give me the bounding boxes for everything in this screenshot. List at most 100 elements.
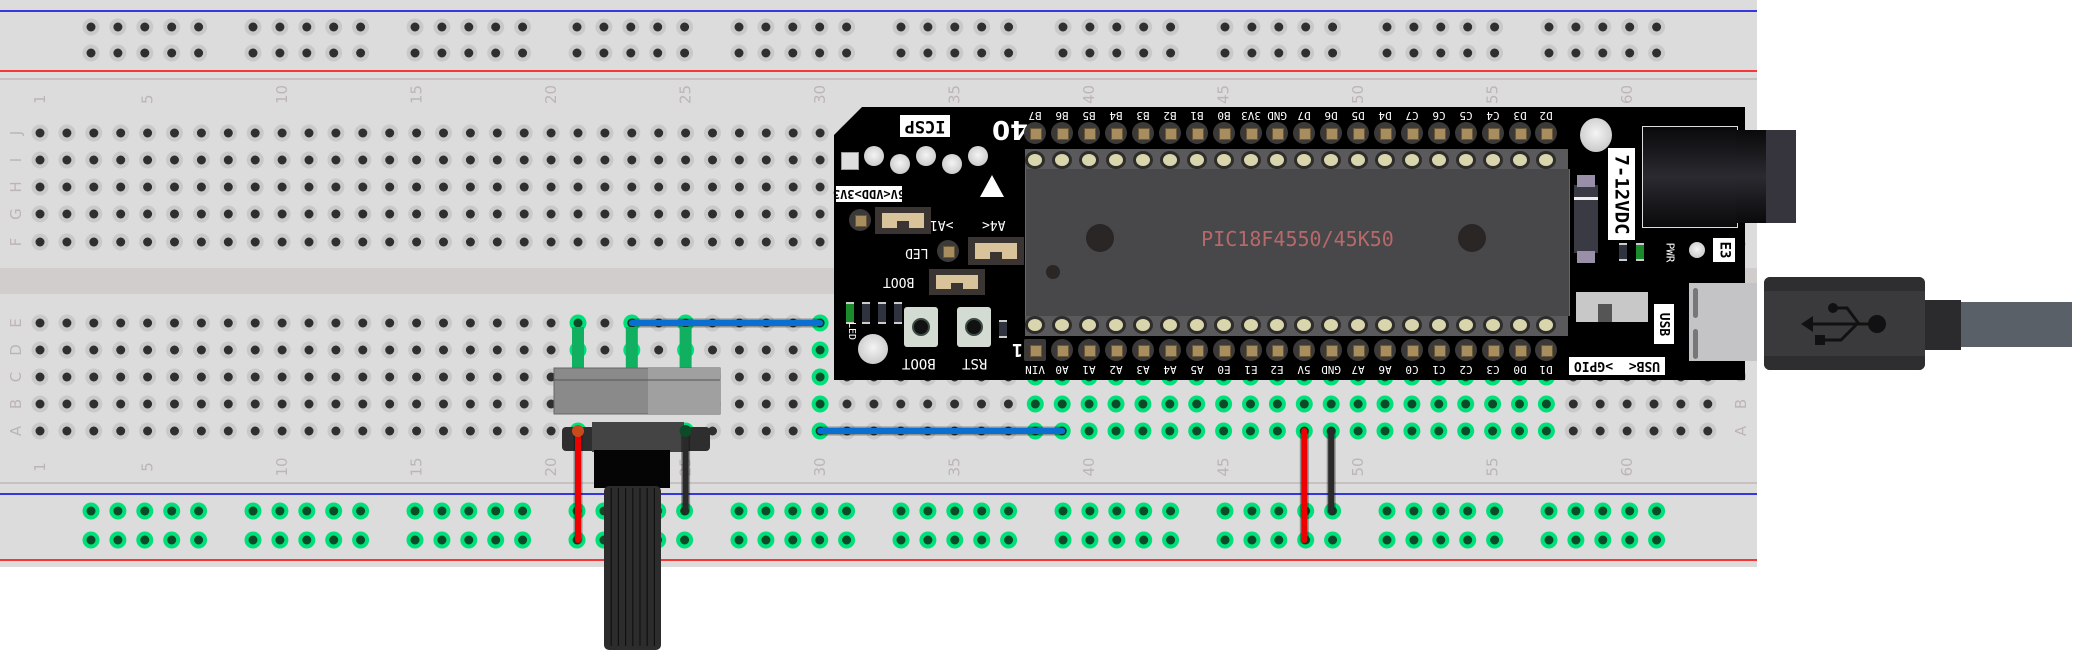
hole-center <box>35 426 45 436</box>
boot-jumper[interactable] <box>929 269 985 295</box>
chip-dimple <box>1458 224 1486 252</box>
column-number-top: 5 <box>139 94 157 104</box>
hole-center <box>977 506 987 516</box>
hole-center <box>1463 48 1473 58</box>
hole-center <box>518 48 528 58</box>
column-number-top: 45 <box>1215 85 1233 104</box>
hole-center <box>223 209 233 219</box>
hole-center <box>412 426 422 436</box>
hole-center <box>143 209 153 219</box>
hole-center <box>277 399 287 409</box>
hole-center <box>815 48 825 58</box>
hole-center <box>1112 22 1122 32</box>
hole-center <box>196 237 206 247</box>
hole-center <box>546 182 556 192</box>
hole-center <box>277 209 287 219</box>
hole-center <box>492 182 502 192</box>
hole-center <box>439 237 448 247</box>
hole-center <box>1436 535 1446 545</box>
hole-center <box>734 399 744 409</box>
hole-center <box>680 22 690 32</box>
hole-center <box>654 182 664 192</box>
hole-center <box>896 48 906 58</box>
hole-center <box>385 237 395 247</box>
hole-center <box>761 22 771 32</box>
hole-center <box>654 128 664 138</box>
hole-center <box>519 237 529 247</box>
hole-center <box>223 372 233 382</box>
hole-center <box>1220 48 1230 58</box>
hole-center <box>304 318 314 328</box>
hole-center <box>331 372 341 382</box>
hole-center <box>116 318 126 328</box>
hole-center <box>1625 506 1635 516</box>
a1-a4-jumper[interactable] <box>968 237 1024 265</box>
hole-center <box>1382 535 1392 545</box>
hole-center <box>385 182 395 192</box>
hole-center <box>1434 399 1444 409</box>
column-number-bottom: 45 <box>1215 457 1233 476</box>
hole-center <box>1219 399 1229 409</box>
hole-center <box>491 506 501 516</box>
hole-center <box>734 48 744 58</box>
hole-center <box>653 22 663 32</box>
hole-center <box>600 318 610 328</box>
hole-center <box>1382 506 1392 516</box>
hole-center <box>250 318 260 328</box>
hole-center <box>519 426 529 436</box>
hole-center <box>464 22 474 32</box>
pic-chip: PIC18F4550/45K50 <box>1025 149 1570 336</box>
column-number-top: 10 <box>273 85 291 104</box>
hole-center <box>1568 399 1578 409</box>
hole-center <box>196 372 206 382</box>
hole-center <box>439 128 448 138</box>
icsp-pin-square <box>841 152 859 170</box>
hole-center <box>573 209 583 219</box>
hole-center <box>788 345 798 355</box>
hole-center <box>573 237 583 247</box>
hole-center <box>437 22 447 32</box>
hole-center <box>196 155 206 165</box>
mounting-hole <box>858 334 888 364</box>
hole-center <box>815 237 825 247</box>
hole-center <box>358 155 368 165</box>
vdd-select-jumper[interactable] <box>875 207 931 234</box>
rst-button[interactable] <box>957 307 991 347</box>
hole-center <box>143 128 153 138</box>
hole-center <box>1622 426 1632 436</box>
row-letter-left: F <box>7 238 25 247</box>
hole-center <box>86 506 96 516</box>
hole-center <box>573 318 583 328</box>
hole-center <box>358 426 368 436</box>
hole-center <box>196 426 206 436</box>
hole-center <box>761 506 771 516</box>
hole-center <box>1598 535 1608 545</box>
hole-center <box>62 318 72 328</box>
column-number-bottom: 5 <box>139 462 157 472</box>
hole-center <box>815 182 825 192</box>
hole-center <box>1380 399 1390 409</box>
hole-center <box>464 48 474 58</box>
column-number-top: 25 <box>677 85 695 104</box>
hole-center <box>1139 22 1149 32</box>
hole-center <box>572 48 582 58</box>
hole-center <box>89 209 99 219</box>
hole-center <box>331 209 341 219</box>
hole-center <box>519 155 529 165</box>
hole-center <box>599 48 609 58</box>
boot-button[interactable] <box>904 307 938 347</box>
hole-center <box>439 318 448 328</box>
pin1-dot <box>1046 265 1060 279</box>
icsp-pin <box>890 154 910 174</box>
hole-center <box>331 426 341 436</box>
hole-center <box>465 399 475 409</box>
hole-center <box>546 237 556 247</box>
hole-center <box>250 372 260 382</box>
hole-center <box>546 345 556 355</box>
hole-center <box>1246 426 1255 436</box>
hole-center <box>788 209 798 219</box>
hole-center <box>708 182 717 192</box>
hole-center <box>304 372 314 382</box>
hole-center <box>143 372 153 382</box>
